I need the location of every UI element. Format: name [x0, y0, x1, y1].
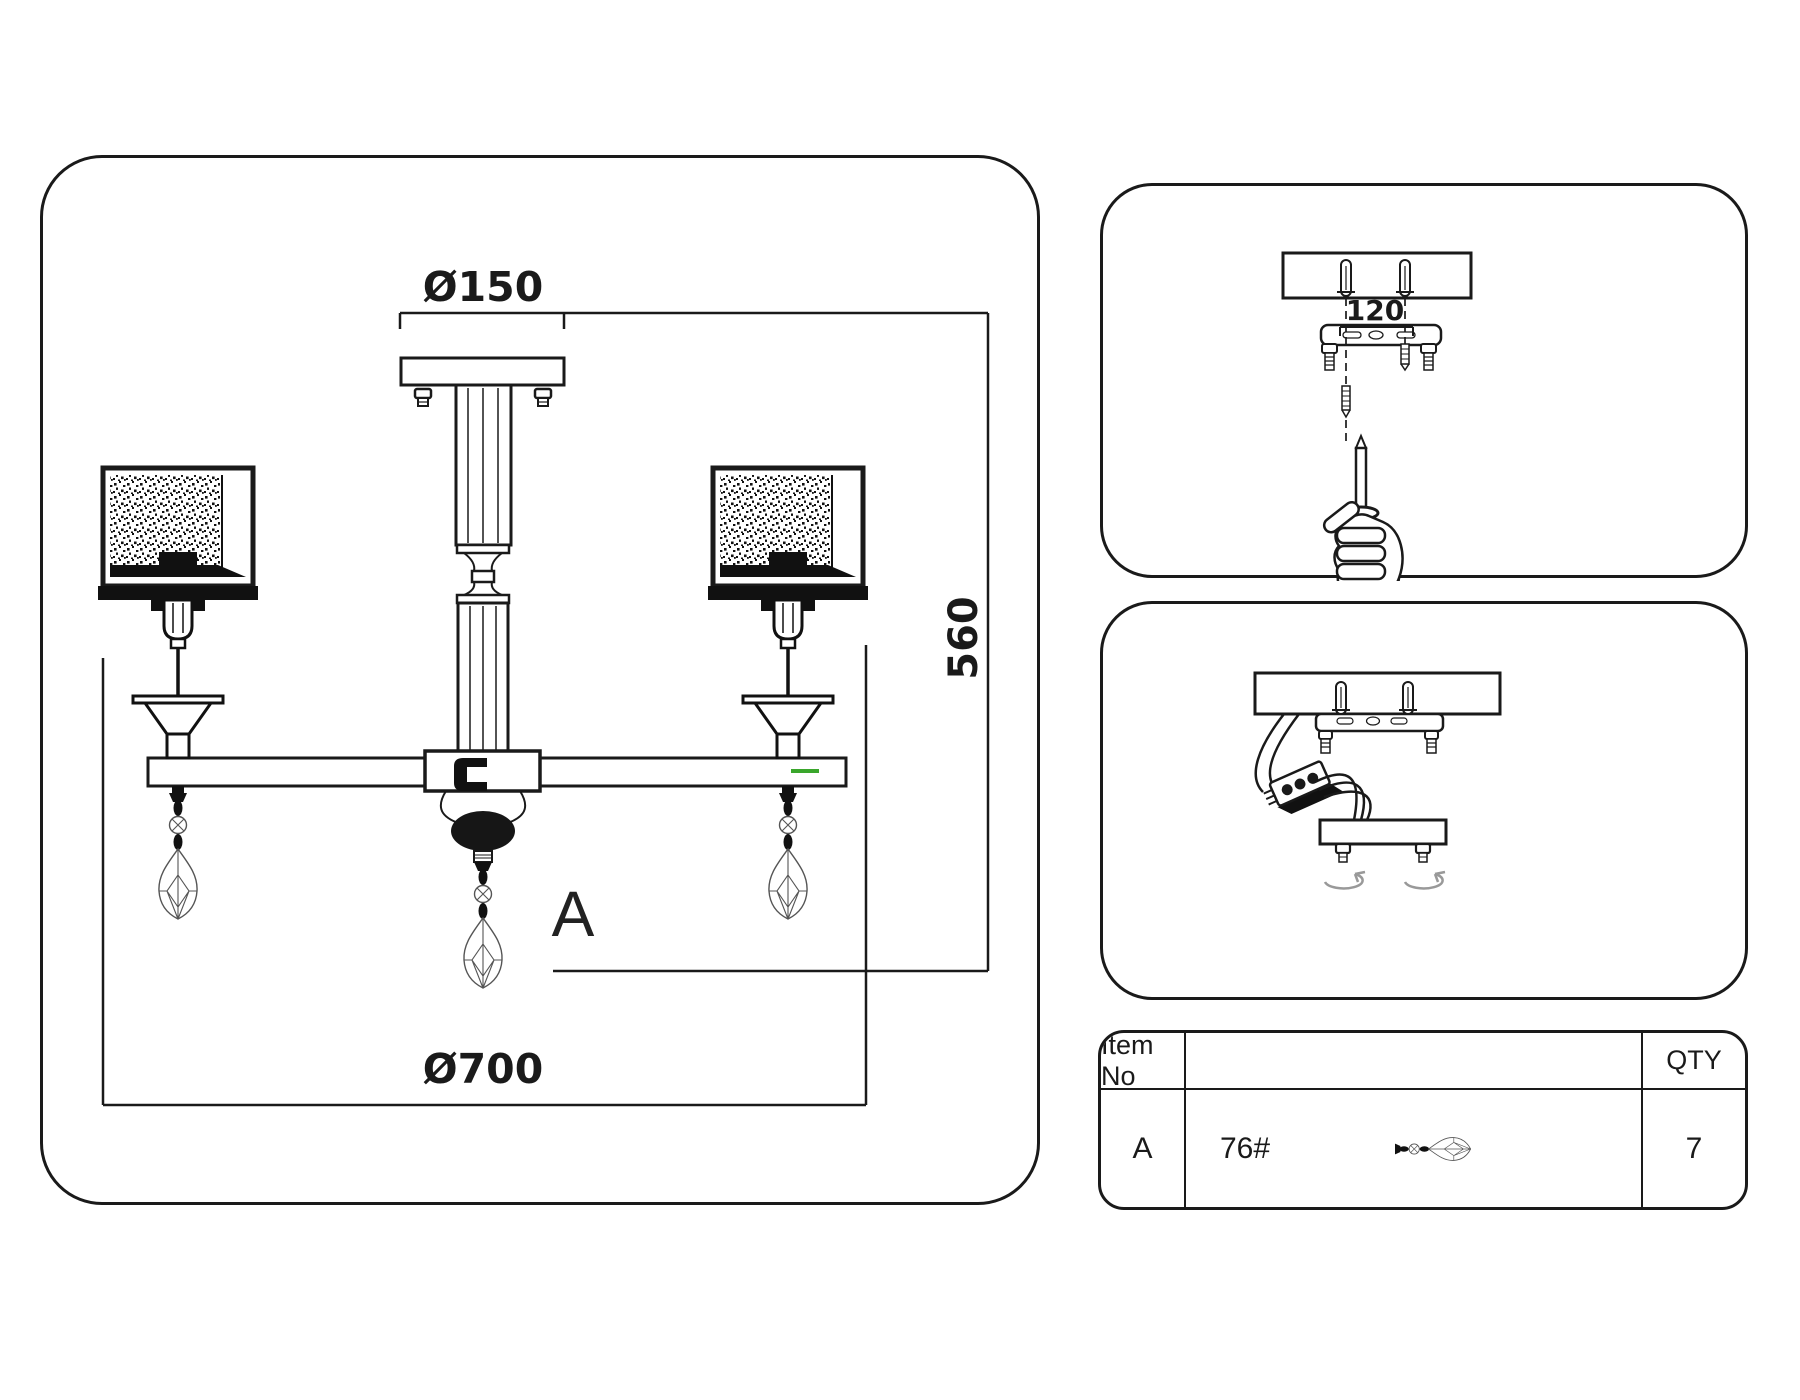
table-cell-description: 76# [1186, 1090, 1643, 1207]
crystal-pendant-right [768, 792, 808, 920]
hanger-screw-left [1337, 259, 1355, 297]
center-column [454, 383, 513, 760]
dimension-lines [101, 311, 990, 1107]
table-header-qty: QTY [1643, 1033, 1745, 1090]
wall-anchor-left [1318, 730, 1333, 754]
crystal-pendant-center [463, 861, 503, 989]
part-code: 76# [1220, 1131, 1271, 1165]
table-cell-item-no: A [1101, 1090, 1186, 1207]
canopy-screw-right [533, 387, 553, 407]
crystal-pendant-left [158, 792, 198, 920]
machine-screw-right [1400, 343, 1410, 372]
hub-bracket-icon [454, 758, 487, 791]
center-finial [439, 790, 527, 863]
wiring-step-drawing [1253, 671, 1502, 890]
crystal-pendant-icon [1394, 1136, 1472, 1161]
parts-table: Item No QTY A 76# 7 [1098, 1030, 1748, 1210]
hanger-screw-left [1332, 681, 1350, 715]
canopy-screw-right [1414, 842, 1432, 863]
mounting-step-drawing: 120 [1281, 251, 1473, 581]
table-header-item-no: Item No [1101, 1033, 1186, 1091]
main-diagram-panel: Ø150 560 Ø700 [40, 155, 1040, 1205]
canopy-screw-left [1334, 842, 1352, 863]
fixture-canopy [1318, 818, 1448, 846]
part-label-a: A [552, 878, 595, 950]
fixture-wires [1314, 773, 1372, 821]
mounting-strip [1319, 323, 1443, 347]
dim-label-canopy-diameter: Ø150 [423, 263, 543, 311]
lamp-shade-left [98, 468, 258, 758]
canopy-screw-left [413, 387, 433, 407]
wall-anchor-right [1420, 343, 1437, 371]
dim-label-height: 560 [941, 596, 987, 680]
hand-icon [1322, 500, 1404, 581]
rotate-arrow-right-icon [1403, 870, 1446, 890]
lamp-shade-right [708, 468, 868, 758]
arm-bar [146, 749, 848, 793]
hanger-screw-right [1396, 259, 1414, 297]
alignment-dashed-lines [1345, 298, 1406, 442]
machine-screw-left [1341, 385, 1351, 419]
wall-anchor-right [1424, 730, 1439, 754]
rotate-arrow-left-icon [1323, 870, 1366, 890]
chandelier-drawing: Ø150 560 Ø700 [43, 263, 990, 1107]
ceiling-plate [1281, 251, 1473, 300]
wiring-step-panel [1100, 601, 1748, 1000]
spacing-dim-bracket [1339, 326, 1414, 336]
wall-anchor-left [1321, 343, 1338, 371]
terminal-block-icon [1263, 760, 1343, 815]
table-cell-qty: 7 [1685, 1131, 1703, 1165]
dim-label-screw-spacing: 120 [1346, 294, 1404, 327]
ceiling-canopy [399, 356, 566, 407]
ceiling-plate [1253, 671, 1502, 716]
mounting-step-panel: 120 [1100, 183, 1748, 581]
dim-label-fixture-diameter: Ø700 [423, 1045, 543, 1093]
table-header-description [1186, 1033, 1643, 1090]
hanger-screw-right [1399, 681, 1417, 715]
mounting-strip [1314, 712, 1445, 733]
